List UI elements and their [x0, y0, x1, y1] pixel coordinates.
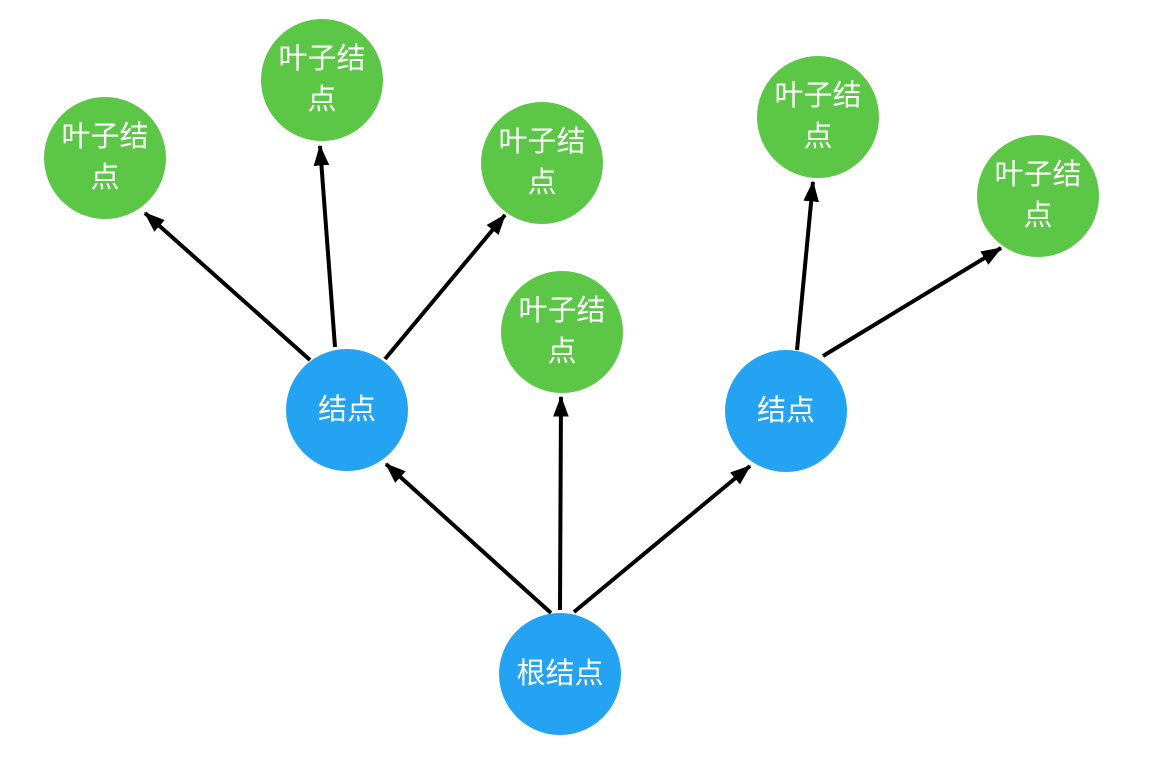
- edge-root-to-leaf-4: [553, 395, 569, 611]
- edge-node-left-to-leaf-1: [143, 211, 312, 362]
- edge-root-to-node-right: [572, 464, 752, 614]
- leaf-node-1: 叶子结点: [44, 97, 166, 219]
- edge-node-left-to-leaf-3: [383, 213, 507, 361]
- leaf-node-5-label: 叶子结点: [774, 80, 862, 153]
- leaf-node-2: 叶子结点: [261, 19, 383, 141]
- edge-root-to-node-left: [384, 462, 553, 615]
- leaf-node-4: 叶子结点: [501, 271, 623, 393]
- internal-node-right-label: 结点: [756, 394, 815, 427]
- leaf-node-2-label: 叶子结点: [278, 43, 366, 116]
- internal-node-right: 结点: [725, 350, 847, 472]
- internal-node-left-label: 结点: [317, 393, 376, 426]
- leaf-node-6-label: 叶子结点: [994, 159, 1082, 232]
- leaf-node-6: 叶子结点: [977, 135, 1099, 257]
- leaf-node-3-label: 叶子结点: [498, 126, 586, 199]
- leaf-node-3: 叶子结点: [481, 102, 603, 224]
- edge-node-left-to-leaf-2: [313, 144, 337, 348]
- leaf-node-5: 叶子结点: [757, 56, 879, 178]
- internal-node-left: 结点: [286, 349, 408, 471]
- leaf-node-1-label: 叶子结点: [61, 121, 149, 194]
- leaf-node-4-label: 叶子结点: [518, 295, 606, 368]
- edge-node-right-to-leaf-6: [821, 246, 1003, 358]
- root-node-label: 根结点: [516, 657, 604, 690]
- edge-node-right-to-leaf-5: [795, 180, 819, 351]
- root-node: 根结点: [499, 613, 621, 735]
